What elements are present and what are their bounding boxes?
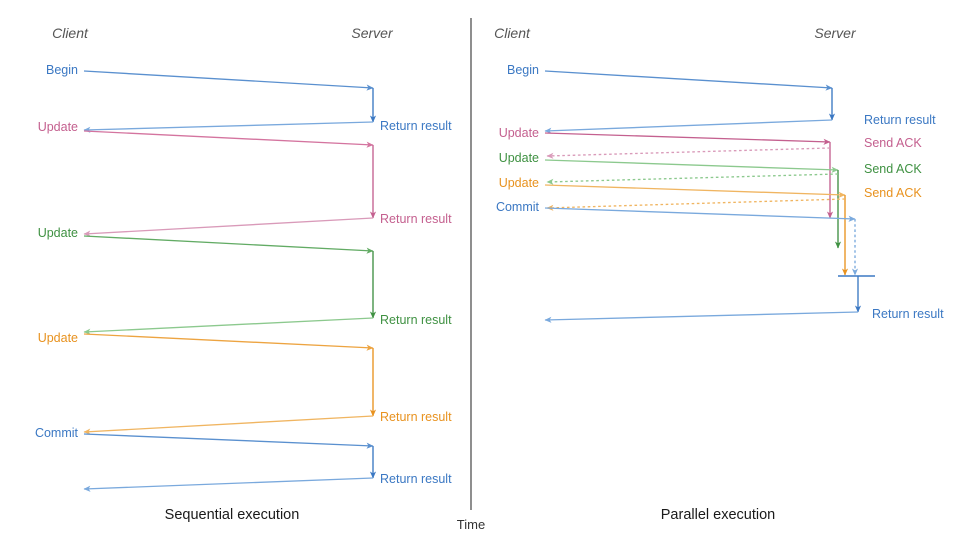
message-update1-request (83, 130, 374, 148)
message-update2-request (83, 235, 374, 254)
client-message-label-0: Begin (46, 63, 78, 77)
message-update2-ack (546, 173, 839, 185)
message-begin-response (83, 121, 374, 133)
message-begin-request (83, 70, 374, 91)
client-message-label-2: Update (499, 151, 539, 165)
server-message-label-2: Return result (380, 313, 452, 327)
message-begin-response (544, 119, 833, 134)
server-message-label-0: Return result (380, 119, 452, 133)
client-message-label-1: Update (38, 120, 78, 134)
message-commit-request (544, 207, 856, 222)
message-begin-request (544, 70, 833, 91)
server-message-label-4: Return result (872, 307, 944, 321)
panel-caption-parallel: Parallel execution (661, 507, 775, 523)
message-update1-response (83, 217, 374, 237)
message-update3-request (544, 184, 846, 198)
time-axis-label: Time (457, 517, 485, 532)
server-message-label-3: Send ACK (864, 186, 922, 200)
client-message-label-2: Update (38, 226, 78, 240)
client-message-label-0: Begin (507, 63, 539, 77)
client-message-label-4: Commit (35, 426, 79, 440)
message-update3-ack (546, 198, 846, 211)
server-message-label-1: Return result (380, 212, 452, 226)
server-message-label-3: Return result (380, 410, 452, 424)
server-message-label-0: Return result (864, 113, 936, 127)
lane-title-server: Server (351, 25, 394, 41)
lane-title-server: Server (814, 25, 857, 41)
message-update1-request (544, 132, 831, 145)
client-message-label-1: Update (499, 126, 539, 140)
server-message-label-4: Return result (380, 472, 452, 486)
message-commit-request (83, 433, 374, 449)
client-message-label-3: Update (38, 331, 78, 345)
message-update2-request (544, 159, 839, 173)
panel-caption-sequential: Sequential execution (165, 507, 300, 523)
message-update1-ack (546, 147, 831, 159)
client-message-label-4: Commit (496, 200, 540, 214)
time-axis: Time (457, 18, 485, 532)
message-commit-response (544, 311, 859, 323)
message-update3-response (83, 415, 374, 435)
message-update3-request (83, 333, 374, 351)
server-message-label-1: Send ACK (864, 136, 922, 150)
lane-title-client: Client (494, 25, 531, 41)
server-message-label-2: Send ACK (864, 162, 922, 176)
message-commit-response (83, 477, 374, 492)
lane-title-client: Client (52, 25, 89, 41)
client-message-label-3: Update (499, 176, 539, 190)
message-update2-response (83, 317, 374, 335)
